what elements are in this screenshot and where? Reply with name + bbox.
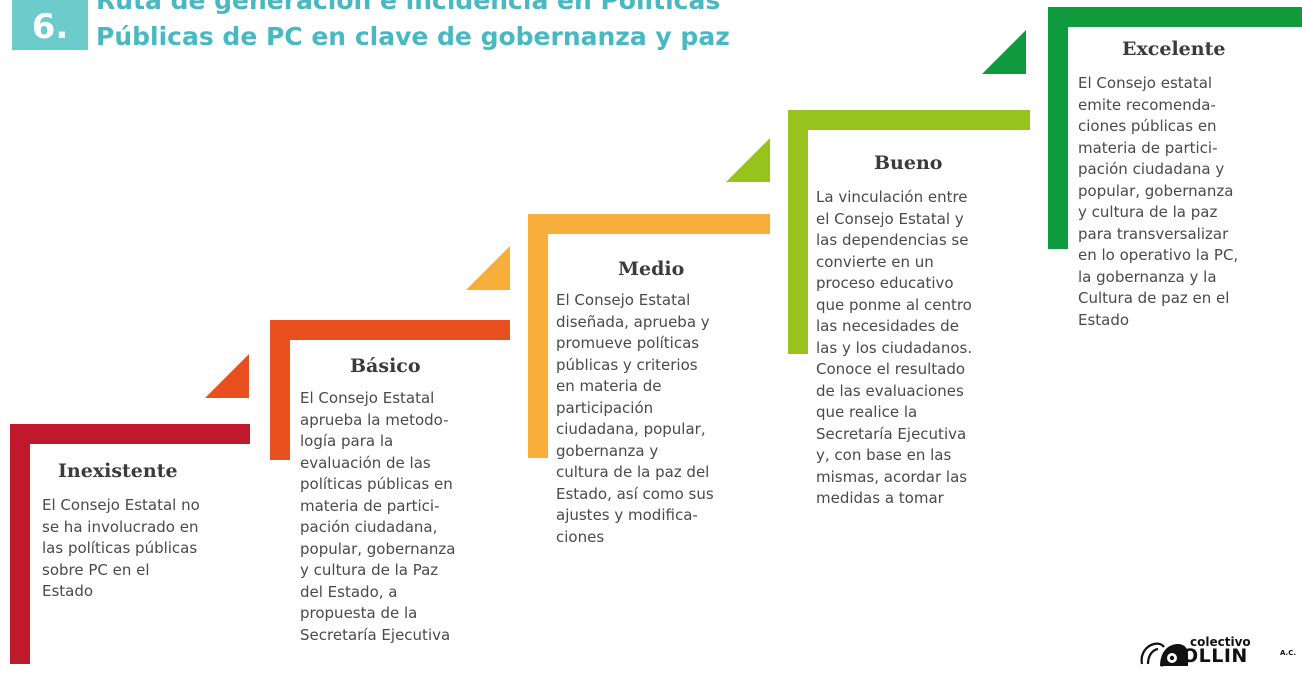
step-description-line: convierte en un bbox=[816, 252, 934, 271]
page-title-line-1: Ruta de generación e incidencia en Polít… bbox=[96, 0, 721, 15]
step-description-line: El Consejo estatal bbox=[1078, 74, 1213, 92]
step-arrow-triangle bbox=[982, 30, 1026, 74]
step-description: El Consejo Estatal aprueba la metodo- lo… bbox=[300, 388, 455, 646]
step-description-line: y cultura de la paz bbox=[1078, 203, 1218, 221]
step-description-line: pación ciudadana y bbox=[1078, 160, 1225, 178]
step-description-line: aprueba la metodo- bbox=[300, 410, 449, 429]
step-description-line: las necesidades de bbox=[816, 317, 959, 335]
step-description-line: emite recomenda- bbox=[1078, 95, 1216, 114]
step-title: Bueno bbox=[874, 152, 943, 174]
step-arrow-triangle bbox=[205, 354, 249, 398]
section-number: 6. bbox=[31, 7, 69, 47]
logo-text-suffix: A.C. bbox=[1280, 649, 1297, 657]
step-frame-side bbox=[788, 110, 808, 354]
step-description-line: para transversalizar bbox=[1078, 224, 1229, 243]
step-frame-top bbox=[270, 320, 510, 340]
step-description-line: ciones bbox=[556, 527, 605, 546]
step-description-line: en materia de bbox=[556, 377, 662, 395]
step-title: Inexistente bbox=[58, 460, 178, 482]
step-description-line: gobernanza y bbox=[556, 441, 659, 460]
step-description-line: El Consejo Estatal no bbox=[42, 496, 200, 514]
step-description-line: propuesta de la bbox=[300, 604, 418, 622]
step-title: Medio bbox=[618, 258, 685, 280]
step-description-line: ciones públicas en bbox=[1078, 117, 1217, 135]
step-description: El Consejo estatal emite recomenda- cion… bbox=[1078, 73, 1238, 331]
step-description-line: popular, gobernanza bbox=[1078, 181, 1234, 200]
step-description-line: las y los ciudadanos. bbox=[816, 338, 973, 357]
section-number-badge: 6. bbox=[12, 0, 88, 50]
step-description-line: ajustes y modifica- bbox=[556, 506, 698, 524]
step-description-line: ciudadana, popular, bbox=[556, 420, 706, 438]
step-description: El Consejo Estatal no se ha involucrado … bbox=[42, 495, 200, 603]
logo-text-ollin: OLLIN bbox=[1182, 645, 1248, 667]
step-description-line: el Consejo Estatal y bbox=[816, 209, 964, 228]
step-arrow-triangle bbox=[726, 138, 770, 182]
step-description-line: del Estado, a bbox=[300, 582, 398, 601]
logo-mark-icon bbox=[1140, 642, 1188, 667]
step-description-line: medidas a tomar bbox=[816, 489, 944, 507]
step-description-line: en lo operativo la PC, bbox=[1078, 246, 1239, 264]
step-description-line: Cultura de paz en el bbox=[1078, 289, 1230, 307]
step-description-line: que realice la bbox=[816, 403, 918, 421]
step-description-line: que ponme al centro bbox=[816, 295, 972, 314]
step-description: La vinculación entre el Consejo Estatal … bbox=[816, 187, 972, 510]
step-arrow-triangle bbox=[466, 246, 510, 290]
step-title: Básico bbox=[350, 355, 421, 377]
colectivo-ollin-logo: colectivo OLLIN A.C. bbox=[1138, 636, 1298, 670]
step-frame-top bbox=[528, 214, 770, 234]
step-description-line: logía para la bbox=[300, 432, 394, 450]
step-description-line: sobre PC en el bbox=[42, 560, 150, 579]
step-description-line: materia de partici- bbox=[1078, 138, 1218, 157]
step-description-line: la gobernanza y la bbox=[1078, 267, 1217, 286]
step-description-line: La vinculación entre bbox=[816, 188, 968, 206]
step-description-line: proceso educativo bbox=[816, 274, 954, 292]
step-description-line: popular, gobernanza bbox=[300, 539, 456, 558]
step-description: El Consejo Estatal diseñada, aprueba y p… bbox=[556, 290, 714, 548]
step-description-line: de las evaluaciones bbox=[816, 381, 964, 400]
step-description-line: Estado, así como sus bbox=[556, 484, 714, 503]
logo-text-colectivo: colectivo bbox=[1190, 635, 1251, 649]
step-description-line: mismas, acordar las bbox=[816, 467, 968, 486]
step-description-line: pación ciudadana, bbox=[300, 518, 438, 536]
step-description-line: Secretaría Ejecutiva bbox=[300, 625, 451, 644]
step-description-line: El Consejo Estatal bbox=[300, 389, 435, 407]
step-description-line: participación bbox=[556, 398, 654, 417]
step-title: Excelente bbox=[1122, 38, 1226, 60]
step-description-line: materia de partici- bbox=[300, 496, 440, 515]
step-description-line: se ha involucrado en bbox=[42, 517, 199, 536]
step-description-line: evaluación de las bbox=[300, 453, 431, 472]
step-description-line: las dependencias se bbox=[816, 231, 969, 249]
step-description-line: políticas públicas en bbox=[300, 475, 453, 493]
step-description-line: y, con base en las bbox=[816, 446, 952, 464]
step-description-line: Secretaría Ejecutiva bbox=[816, 424, 967, 443]
step-description-line: promueve políticas bbox=[556, 334, 700, 352]
step-frame-top bbox=[788, 110, 1030, 130]
step-frame-side bbox=[1048, 7, 1068, 249]
step-frame-top bbox=[1048, 7, 1302, 27]
page-title-line-2: Públicas de PC en clave de gobernanza y … bbox=[96, 22, 730, 51]
step-description-line: El Consejo Estatal bbox=[556, 291, 691, 309]
step-frame-top bbox=[10, 424, 250, 444]
step-frame-side bbox=[10, 424, 30, 664]
step-description-line: públicas y criterios bbox=[556, 355, 698, 374]
step-description-line: Estado bbox=[42, 582, 94, 600]
step-frame-side bbox=[528, 214, 548, 458]
step-description-line: Estado bbox=[1078, 310, 1130, 329]
step-description-line: y cultura de la Paz bbox=[300, 561, 439, 579]
step-description-line: las políticas públicas bbox=[42, 539, 198, 557]
step-frame-side bbox=[270, 320, 290, 460]
step-description-line: cultura de la paz del bbox=[556, 463, 710, 481]
step-description-line: Conoce el resultado bbox=[816, 360, 966, 378]
step-description-line: diseñada, aprueba y bbox=[556, 312, 710, 331]
